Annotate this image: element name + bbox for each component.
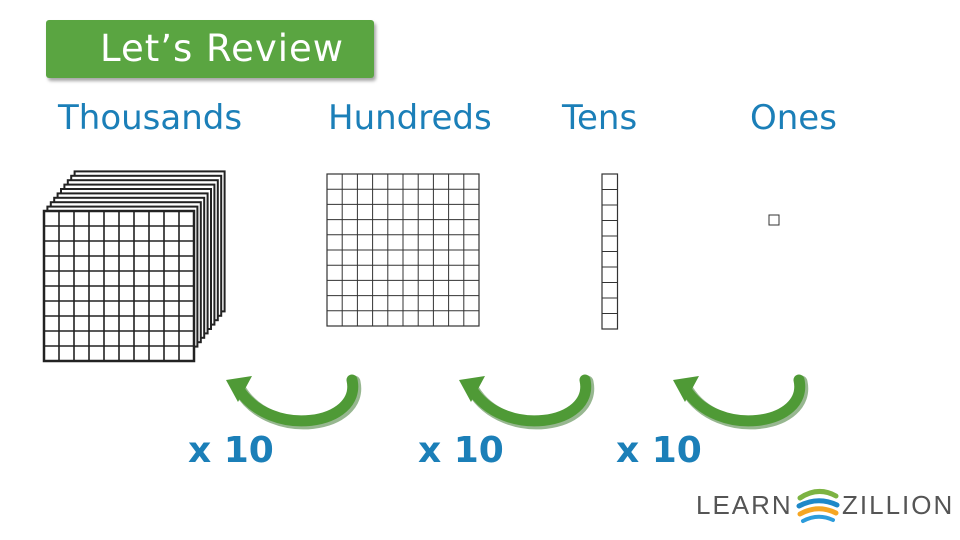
ones-unit xyxy=(768,214,780,226)
multiplier-label-3: x 10 xyxy=(616,430,702,471)
hundreds-flat xyxy=(326,173,480,327)
lets-review-banner: Let’s Review xyxy=(46,20,374,78)
hundreds-label: Hundreds xyxy=(328,98,492,138)
tens-label: Tens xyxy=(562,98,638,138)
thousands-cube xyxy=(42,170,226,363)
learnzillion-logo: LEARN ZILLION xyxy=(696,486,952,530)
logo-text-learn: LEARN xyxy=(696,490,793,520)
ones-label: Ones xyxy=(750,98,837,138)
arrow-tens-to-hundreds xyxy=(459,374,595,430)
tens-rod xyxy=(601,173,619,330)
multiplier-label-2: x 10 xyxy=(418,430,504,471)
multiplier-label-1: x 10 xyxy=(188,430,274,471)
logo-text-zillion: ZILLION xyxy=(842,490,955,520)
banner-title: Let’s Review xyxy=(100,27,345,70)
arrow-ones-to-tens xyxy=(673,374,809,430)
logo-swirl-icon xyxy=(796,489,840,523)
arrow-hundreds-to-thousands xyxy=(226,374,362,430)
thousands-label: Thousands xyxy=(58,98,243,138)
